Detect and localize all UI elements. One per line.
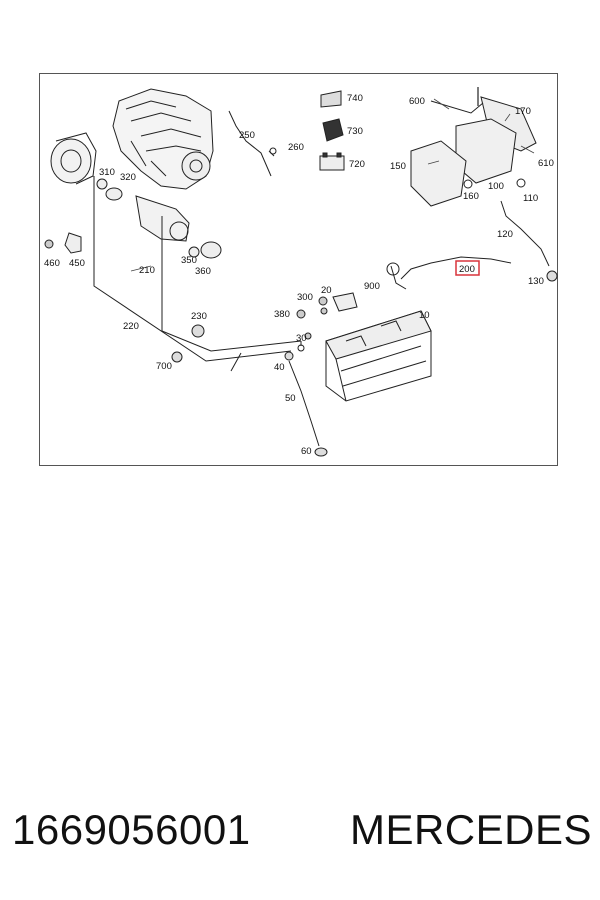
- highlight-box-200: [455, 260, 480, 276]
- alternator-illustration: [50, 132, 97, 185]
- bracket-450: [44, 232, 82, 254]
- label-610: 610: [538, 158, 554, 169]
- label-50: 50: [285, 393, 296, 404]
- label-300: 300: [297, 292, 313, 303]
- label-130: 130: [528, 276, 544, 287]
- label-60: 60: [301, 446, 312, 457]
- label-360: 360: [195, 266, 211, 277]
- caption-bar: 1669056001 MERCEDES: [12, 800, 592, 860]
- label-40: 40: [274, 362, 285, 373]
- battery-illustration: [325, 310, 432, 402]
- label-170: 170: [515, 106, 531, 117]
- label-600: 600: [409, 96, 425, 107]
- battery-tray-illustration: [410, 87, 537, 207]
- label-230: 230: [191, 311, 207, 322]
- cable-120: [500, 200, 550, 267]
- bushings: [96, 178, 222, 363]
- label-200: 200: [459, 264, 475, 275]
- label-310: 310: [99, 167, 115, 178]
- label-450: 450: [69, 258, 85, 269]
- label-20: 20: [321, 285, 332, 296]
- parts-diagram: 740 730 720 600 170 610 150 160 100 110 …: [39, 73, 558, 466]
- cable-200: [400, 256, 512, 280]
- label-730: 730: [347, 126, 363, 137]
- label-120: 120: [497, 229, 513, 240]
- label-260: 260: [288, 142, 304, 153]
- label-380: 380: [274, 309, 290, 320]
- part-number: 1669056001: [12, 806, 251, 853]
- small-parts: [296, 292, 358, 340]
- label-110: 110: [523, 193, 538, 204]
- label-10: 10: [419, 310, 430, 321]
- diagram-canvas: 740 730 720 600 170 610 150 160 100 110 …: [44, 87, 558, 457]
- cable-250: [228, 110, 272, 177]
- label-720: 720: [349, 159, 365, 170]
- label-250: 250: [239, 130, 255, 141]
- label-220: 220: [123, 321, 139, 332]
- label-30: 30: [296, 333, 307, 344]
- label-210: 210: [139, 265, 155, 276]
- label-350: 350: [181, 255, 197, 266]
- label-150: 150: [390, 161, 406, 172]
- label-160: 160: [463, 191, 479, 202]
- brand-name: MERCEDES: [349, 806, 592, 853]
- label-900: 900: [364, 281, 380, 292]
- label-700: 700: [156, 361, 172, 372]
- label-740: 740: [347, 93, 363, 104]
- label-320: 320: [120, 172, 136, 183]
- engine-illustration: [112, 88, 214, 190]
- label-100: 100: [488, 181, 504, 192]
- relay-icons: [319, 90, 345, 171]
- cable-50: [288, 360, 320, 447]
- label-460: 460: [44, 258, 60, 269]
